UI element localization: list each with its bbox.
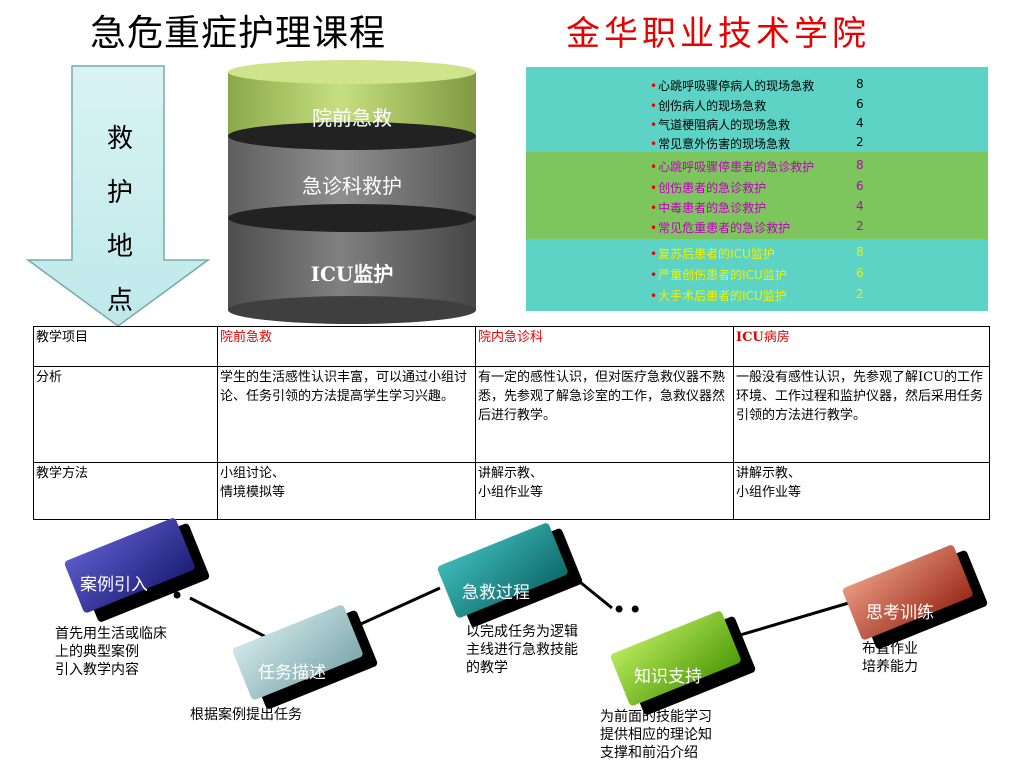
cylinder-layer-label: 院前急救: [312, 106, 392, 130]
arrow-char: 救: [106, 124, 133, 154]
step-description: 以完成任务为逻辑主线进行急救技能的教学: [466, 624, 578, 676]
list-item: •创伤患者的急诊救护: [650, 181, 767, 195]
list-item: •大手术后患者的ICU监护: [650, 289, 787, 303]
school-name: 金华职业技术学院: [566, 14, 870, 54]
list-item: •常见意外伤害的现场急救: [650, 137, 791, 151]
step-label: 思考训练: [866, 603, 934, 623]
list-item-hours: 8: [856, 158, 864, 172]
step-label: 知识支持: [634, 667, 702, 687]
list-item-hours: 6: [856, 179, 864, 193]
course-section-icu: •复苏后患者的ICU监护 8 •严重创伤患者的ICU监护 6 •大手术后患者的I…: [526, 239, 988, 311]
table-header-row: 教学项目 院前急救 院内急诊科 ICU病房: [33, 326, 990, 367]
layer-cylinder: [228, 60, 476, 324]
arrow-char: 点: [106, 286, 133, 316]
list-item: •气道梗阻病人的现场急救: [650, 118, 791, 132]
list-item-hours: 6: [856, 266, 864, 280]
table-cell: 小组讨论、情境模拟等: [217, 462, 476, 520]
step-label: 案例引入: [80, 575, 148, 595]
list-item-hours: 2: [856, 219, 864, 233]
course-list: •心跳呼吸骤停病人的现场急救 8 •创伤病人的现场急救 6 •气道梗阻病人的现场…: [526, 67, 988, 311]
table-header-cell: ICU病房: [733, 326, 990, 367]
teaching-table: 教学项目 院前急救 院内急诊科 ICU病房 分析 学生的生活感性认识丰富，可以通…: [33, 326, 990, 520]
down-arrow-shape: [26, 65, 210, 327]
course-section-prehospital: •心跳呼吸骤停病人的现场急救 8 •创伤病人的现场急救 6 •气道梗阻病人的现场…: [526, 67, 988, 152]
list-item-hours: 8: [856, 245, 864, 259]
course-section-emergency: •心跳呼吸骤停患者的急诊救护 8 •创伤患者的急诊救护 6 •中毒患者的急诊救护…: [526, 152, 988, 239]
list-item-hours: 4: [856, 199, 864, 213]
arrow-label: 救 护 地 点: [100, 112, 140, 328]
list-item: •严重创伤患者的ICU监护: [650, 268, 787, 282]
table-cell: 教学方法: [33, 462, 218, 520]
cylinder-layer-label: 急诊科救护: [302, 174, 402, 198]
table-row: 分析 学生的生活感性认识丰富，可以通过小组讨论、任务引领的方法提高学生学习兴趣。…: [33, 366, 990, 463]
ward-text: 病房: [763, 330, 790, 345]
table-cell: 分析: [33, 366, 218, 463]
table-header-cell: 院前急救: [217, 326, 476, 367]
table-cell: 讲解示教、小组作业等: [733, 462, 990, 520]
list-item-hours: 2: [856, 135, 864, 149]
step-description: 布置作业培养能力: [862, 641, 918, 675]
list-item: •常见危重患者的急诊救护: [650, 221, 791, 235]
table-header-cell: 院内急诊科: [475, 326, 734, 367]
step-label: 任务描述: [258, 663, 326, 683]
list-item: •心跳呼吸骤停病人的现场急救: [650, 79, 815, 93]
table-cell: 一般没有感性认识，先参观了解ICU的工作环境、工作过程和监护仪器，然后采用任务引…: [733, 366, 990, 463]
arrow-char: 地: [106, 232, 133, 262]
cylinder-base: [228, 296, 476, 324]
table-header-cell: 教学项目: [33, 326, 218, 367]
table-row: 教学方法 小组讨论、情境模拟等 讲解示教、小组作业等 讲解示教、小组作业等: [33, 462, 990, 520]
cylinder-band-2: [228, 204, 476, 232]
list-item: •中毒患者的急诊救护: [650, 201, 767, 215]
step-description: 根据案例提出任务: [190, 707, 302, 723]
course-title: 急危重症护理课程: [90, 13, 387, 54]
list-item: •复苏后患者的ICU监护: [650, 247, 775, 261]
list-item: •创伤病人的现场急救: [650, 99, 767, 113]
list-item-hours: 4: [856, 116, 864, 130]
step-label: 急救过程: [462, 583, 530, 603]
table-cell: 讲解示教、小组作业等: [475, 462, 734, 520]
cylinder-layer-label: ICU监护: [310, 262, 394, 286]
arrow-char: 护: [106, 178, 133, 208]
table-cell: 学生的生活感性认识丰富，可以通过小组讨论、任务引领的方法提高学生学习兴趣。: [217, 366, 476, 463]
list-item-hours: 8: [856, 77, 864, 91]
table-cell: 有一定的感性认识，但对医疗急救仪器不熟悉，先参观了解急诊室的工作，急救仪器然后进…: [475, 366, 734, 463]
connector-dots: ••: [612, 596, 645, 624]
list-item: •心跳呼吸骤停患者的急诊救护: [650, 160, 815, 174]
cylinder-bottom-body: [228, 218, 476, 310]
cylinder-top: [228, 60, 476, 84]
list-item-hours: 6: [856, 97, 864, 111]
icu-text: ICU: [736, 330, 764, 345]
step-description: 首先用生活或临床上的典型案例引入教学内容: [55, 626, 167, 678]
list-item-hours: 2: [856, 287, 864, 301]
step-description: 为前面的技能学习提供相应的理论知支撑和前沿介绍: [600, 709, 712, 761]
cylinder-band-1: [228, 122, 476, 150]
